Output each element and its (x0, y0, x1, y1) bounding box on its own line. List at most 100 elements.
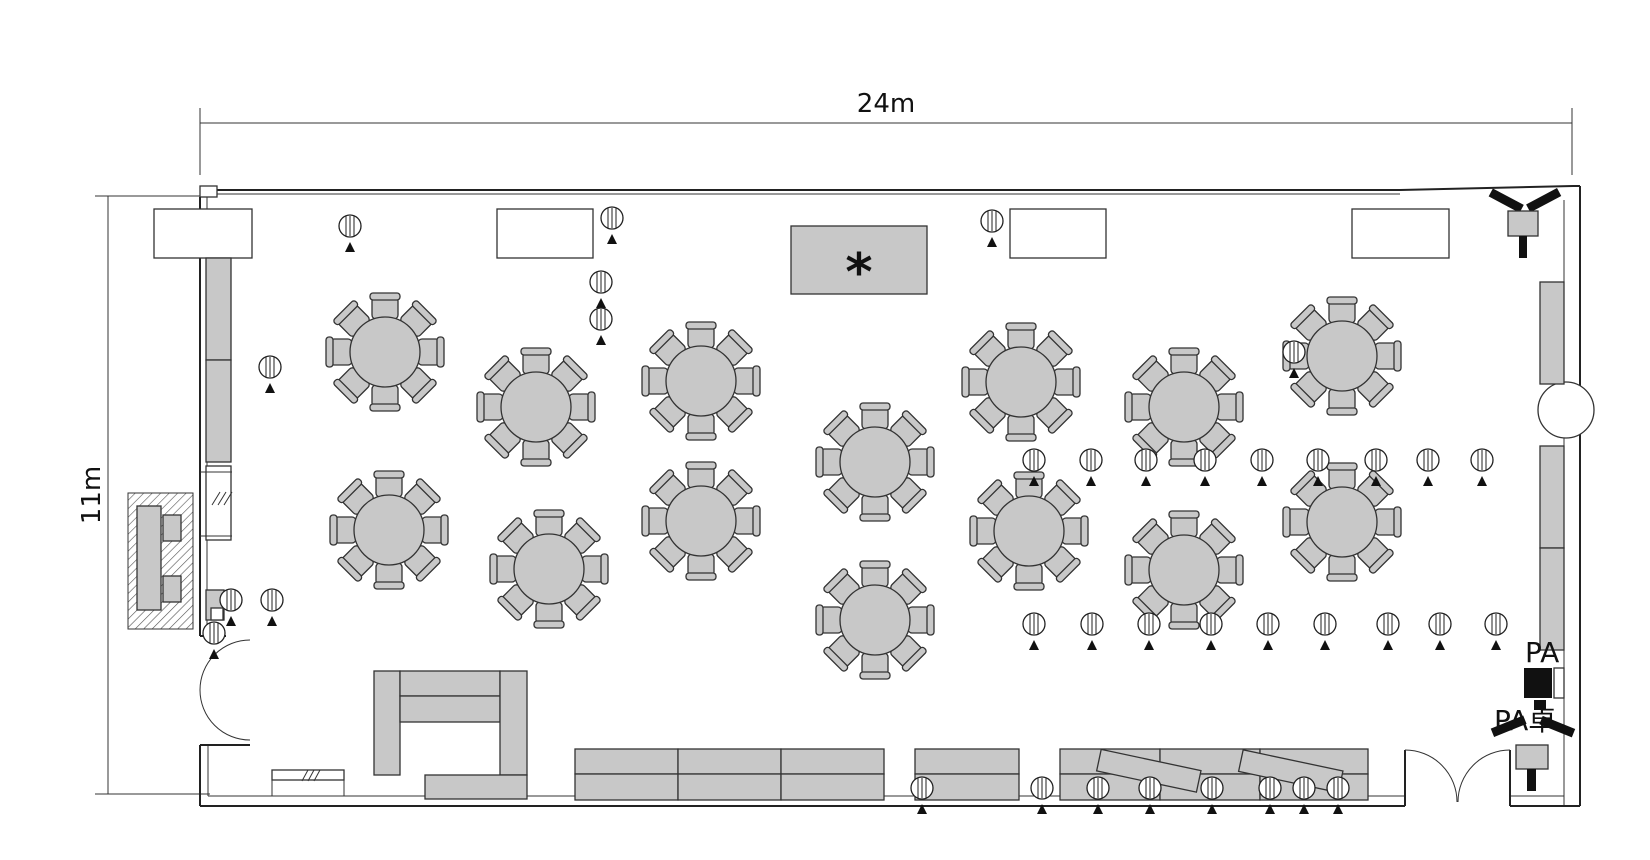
stage-mark: * (845, 243, 872, 303)
table-instances (325, 292, 1402, 680)
light-stand-icon (1258, 776, 1282, 814)
chair-icon (1216, 554, 1244, 586)
chair-icon (533, 509, 565, 537)
chair-icon (1282, 506, 1310, 538)
light-stand-icon (1250, 448, 1274, 486)
chair-icon (733, 505, 761, 537)
chair-icon (685, 413, 717, 441)
round-table-icon (961, 322, 1081, 442)
chair-icon (859, 652, 891, 680)
light-stand-icon (1080, 612, 1104, 650)
light-stand-icon (1134, 448, 1158, 486)
chair-icon (641, 505, 669, 537)
chair-icon (1013, 471, 1045, 499)
round-table-icon (489, 509, 609, 629)
chair-icon (1168, 347, 1200, 375)
chair-icon (333, 367, 370, 404)
round-table-icon (329, 470, 449, 590)
chair-icon (329, 514, 357, 546)
chair-icon (1124, 391, 1152, 423)
chair-icon (373, 562, 405, 590)
pa-booth (1490, 667, 1576, 791)
light-stand-icon (1470, 448, 1494, 486)
bottom-left-rail (271, 769, 345, 796)
chair-icon (489, 553, 517, 585)
chair-icon (1013, 563, 1045, 591)
light-stands (202, 206, 1508, 814)
chair-icon (961, 366, 989, 398)
chair-icon (859, 494, 891, 522)
chair-icon (1124, 554, 1152, 586)
chair-icon (1374, 340, 1402, 372)
chair-icon (568, 391, 596, 423)
chair-icon (325, 336, 353, 368)
light-stand-icon (338, 214, 362, 252)
chair-icon (907, 604, 935, 636)
light-stand-icon (1416, 448, 1440, 486)
round-table-icon (815, 402, 935, 522)
round-table-icon (815, 560, 935, 680)
light-stand-icon (1376, 612, 1400, 650)
chair-icon (1168, 602, 1200, 630)
light-stand-icon (1079, 448, 1103, 486)
speaker-top-right-icon (1488, 188, 1562, 258)
light-stand-icon (1326, 776, 1350, 814)
chair-icon (373, 470, 405, 498)
chair-icon (476, 391, 504, 423)
pa-desk-label: PA卓 (1494, 704, 1556, 737)
chair-icon (1005, 414, 1037, 442)
left-door-icon (199, 635, 251, 746)
chair-icon (581, 553, 609, 585)
light-stand-icon (1292, 776, 1316, 814)
light-stand-icon (1282, 340, 1306, 378)
light-stand-icon (1428, 612, 1452, 650)
chair-icon (815, 446, 843, 478)
light-stand-icon (1030, 776, 1054, 814)
chair-icon (641, 365, 669, 397)
light-stand-icon (589, 270, 613, 308)
chair-icon (520, 439, 552, 467)
chair-icon (859, 560, 891, 588)
chair-icon (815, 604, 843, 636)
bar-counter (373, 670, 528, 800)
round-table-icon (1124, 510, 1244, 630)
light-stand-icon (1306, 448, 1330, 486)
chair-icon (1168, 439, 1200, 467)
light-stand-icon (1137, 612, 1161, 650)
light-stand-icon (910, 776, 934, 814)
chair-icon (421, 514, 449, 546)
chair-icon (685, 553, 717, 581)
light-stand-icon (600, 206, 624, 244)
round-table-icon (1282, 462, 1402, 582)
light-stand-icon (980, 209, 1004, 247)
chair-icon (733, 365, 761, 397)
light-stand-icon (1200, 776, 1224, 814)
chair-icon (369, 384, 401, 412)
left-counter (200, 257, 233, 541)
chair-icon (533, 601, 565, 629)
light-stand-icon (1022, 448, 1046, 486)
right-door-icon (1404, 749, 1511, 803)
chair-icon (1168, 510, 1200, 538)
width-dimension-label: 24m (857, 89, 915, 119)
light-stand-icon (1313, 612, 1337, 650)
round-table-icon (641, 321, 761, 441)
pa-label: PA (1525, 636, 1559, 669)
round-table-icon (641, 461, 761, 581)
chair-icon (417, 336, 445, 368)
light-stand-icon (1364, 448, 1388, 486)
light-stand-icon (1138, 776, 1162, 814)
chair-icon (1326, 296, 1358, 324)
bottom-tables (574, 748, 1369, 801)
light-stand-icon (260, 588, 284, 626)
chair-icon (1005, 322, 1037, 350)
round-table-icon (1282, 296, 1402, 416)
window-boxes (153, 208, 1450, 259)
chair-icon (859, 402, 891, 430)
light-stand-icon (1193, 448, 1217, 486)
chair-icon (1061, 515, 1089, 547)
right-counter (1539, 281, 1565, 651)
round-table-icon (325, 292, 445, 412)
chair-icon (1216, 391, 1244, 423)
